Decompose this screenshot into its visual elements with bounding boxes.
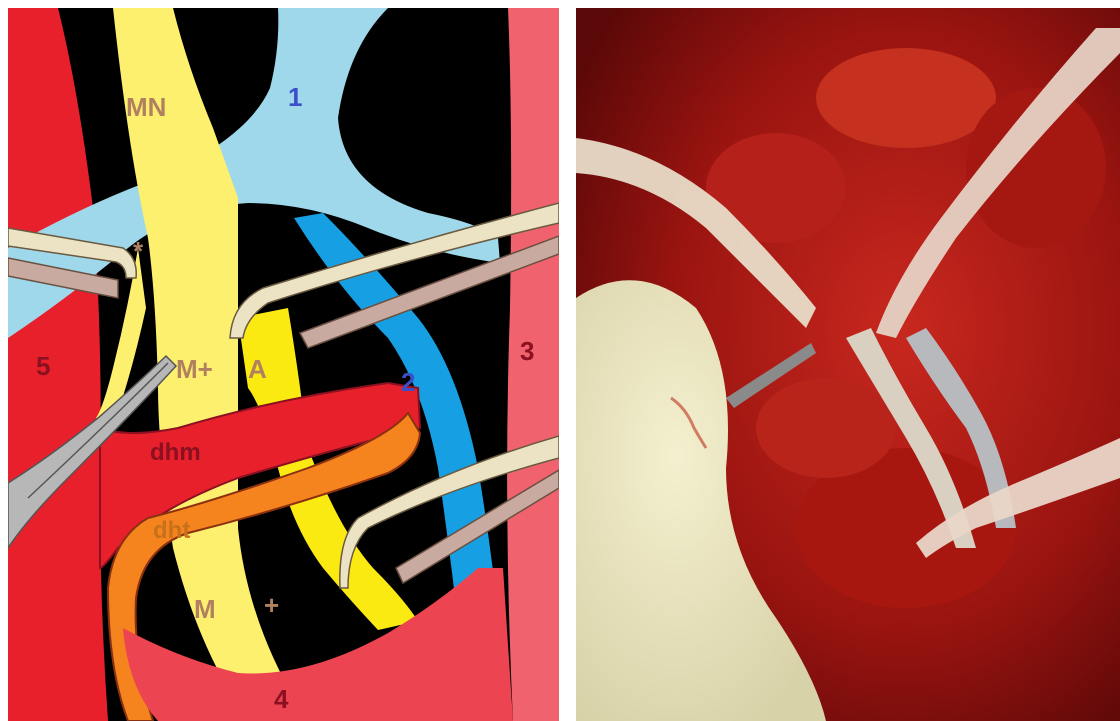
label-3: 3 [520, 336, 534, 366]
label-2: 2 [401, 367, 415, 397]
label-5: 5 [36, 351, 50, 381]
label-plus: + [264, 590, 279, 620]
label-4: 4 [274, 684, 289, 714]
label-mn: MN [126, 92, 166, 122]
muscle-4 [123, 568, 513, 721]
label-m: M [194, 594, 216, 624]
surgical-photo-icon [576, 8, 1120, 721]
tissue-blob [756, 378, 896, 478]
anatomy-diagram: MN 1 * M+ A 2 3 5 dhm dht M + 4 [8, 8, 559, 721]
muscle-5 [8, 8, 108, 721]
label-1: 1 [288, 82, 302, 112]
label-dhm: dhm [150, 439, 201, 466]
tissue-blob [816, 48, 996, 148]
label-asterisk: * [133, 236, 144, 266]
diagram-svg: MN 1 * M+ A 2 3 5 dhm dht M + 4 [8, 8, 559, 721]
label-dht: dht [153, 517, 190, 544]
label-a: A [248, 354, 267, 384]
surgical-photo [576, 8, 1120, 721]
label-m-plus: M+ [176, 354, 213, 384]
